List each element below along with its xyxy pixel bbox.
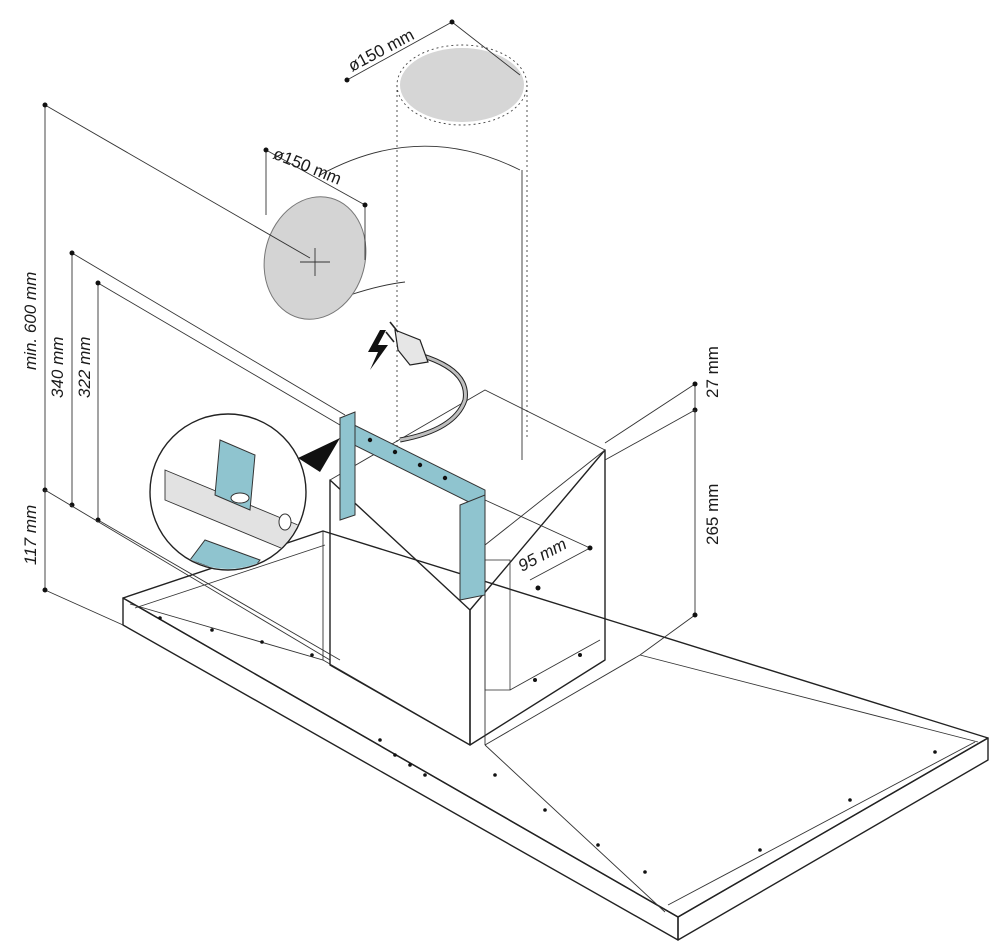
lightning-bolt-icon [368, 330, 388, 370]
bracket-322-label: 322 mm [75, 337, 94, 398]
chimney-265-label: 265 mm [703, 484, 722, 545]
top-duct-diameter-label: ø150 mm [345, 25, 417, 75]
min-height-label: min. 600 mm [21, 272, 40, 370]
side-duct [263, 196, 367, 320]
side-duct-diameter-label: ø150 mm [271, 144, 345, 189]
dimension-lines [42, 19, 698, 661]
base-117-label: 117 mm [21, 505, 40, 565]
mounting-bracket [339, 411, 486, 601]
bracket-340-label: 340 mm [48, 337, 67, 398]
vertical-duct [319, 44, 528, 470]
hood-canopy [122, 530, 989, 941]
bracket-detail-magnifier [149, 413, 340, 571]
power-cable [368, 321, 468, 443]
canopy-screws [158, 616, 937, 874]
power-plug-icon [385, 321, 429, 366]
depth-95-label: 95 mm [515, 534, 570, 575]
top-27-label: 27 mm [703, 346, 722, 398]
